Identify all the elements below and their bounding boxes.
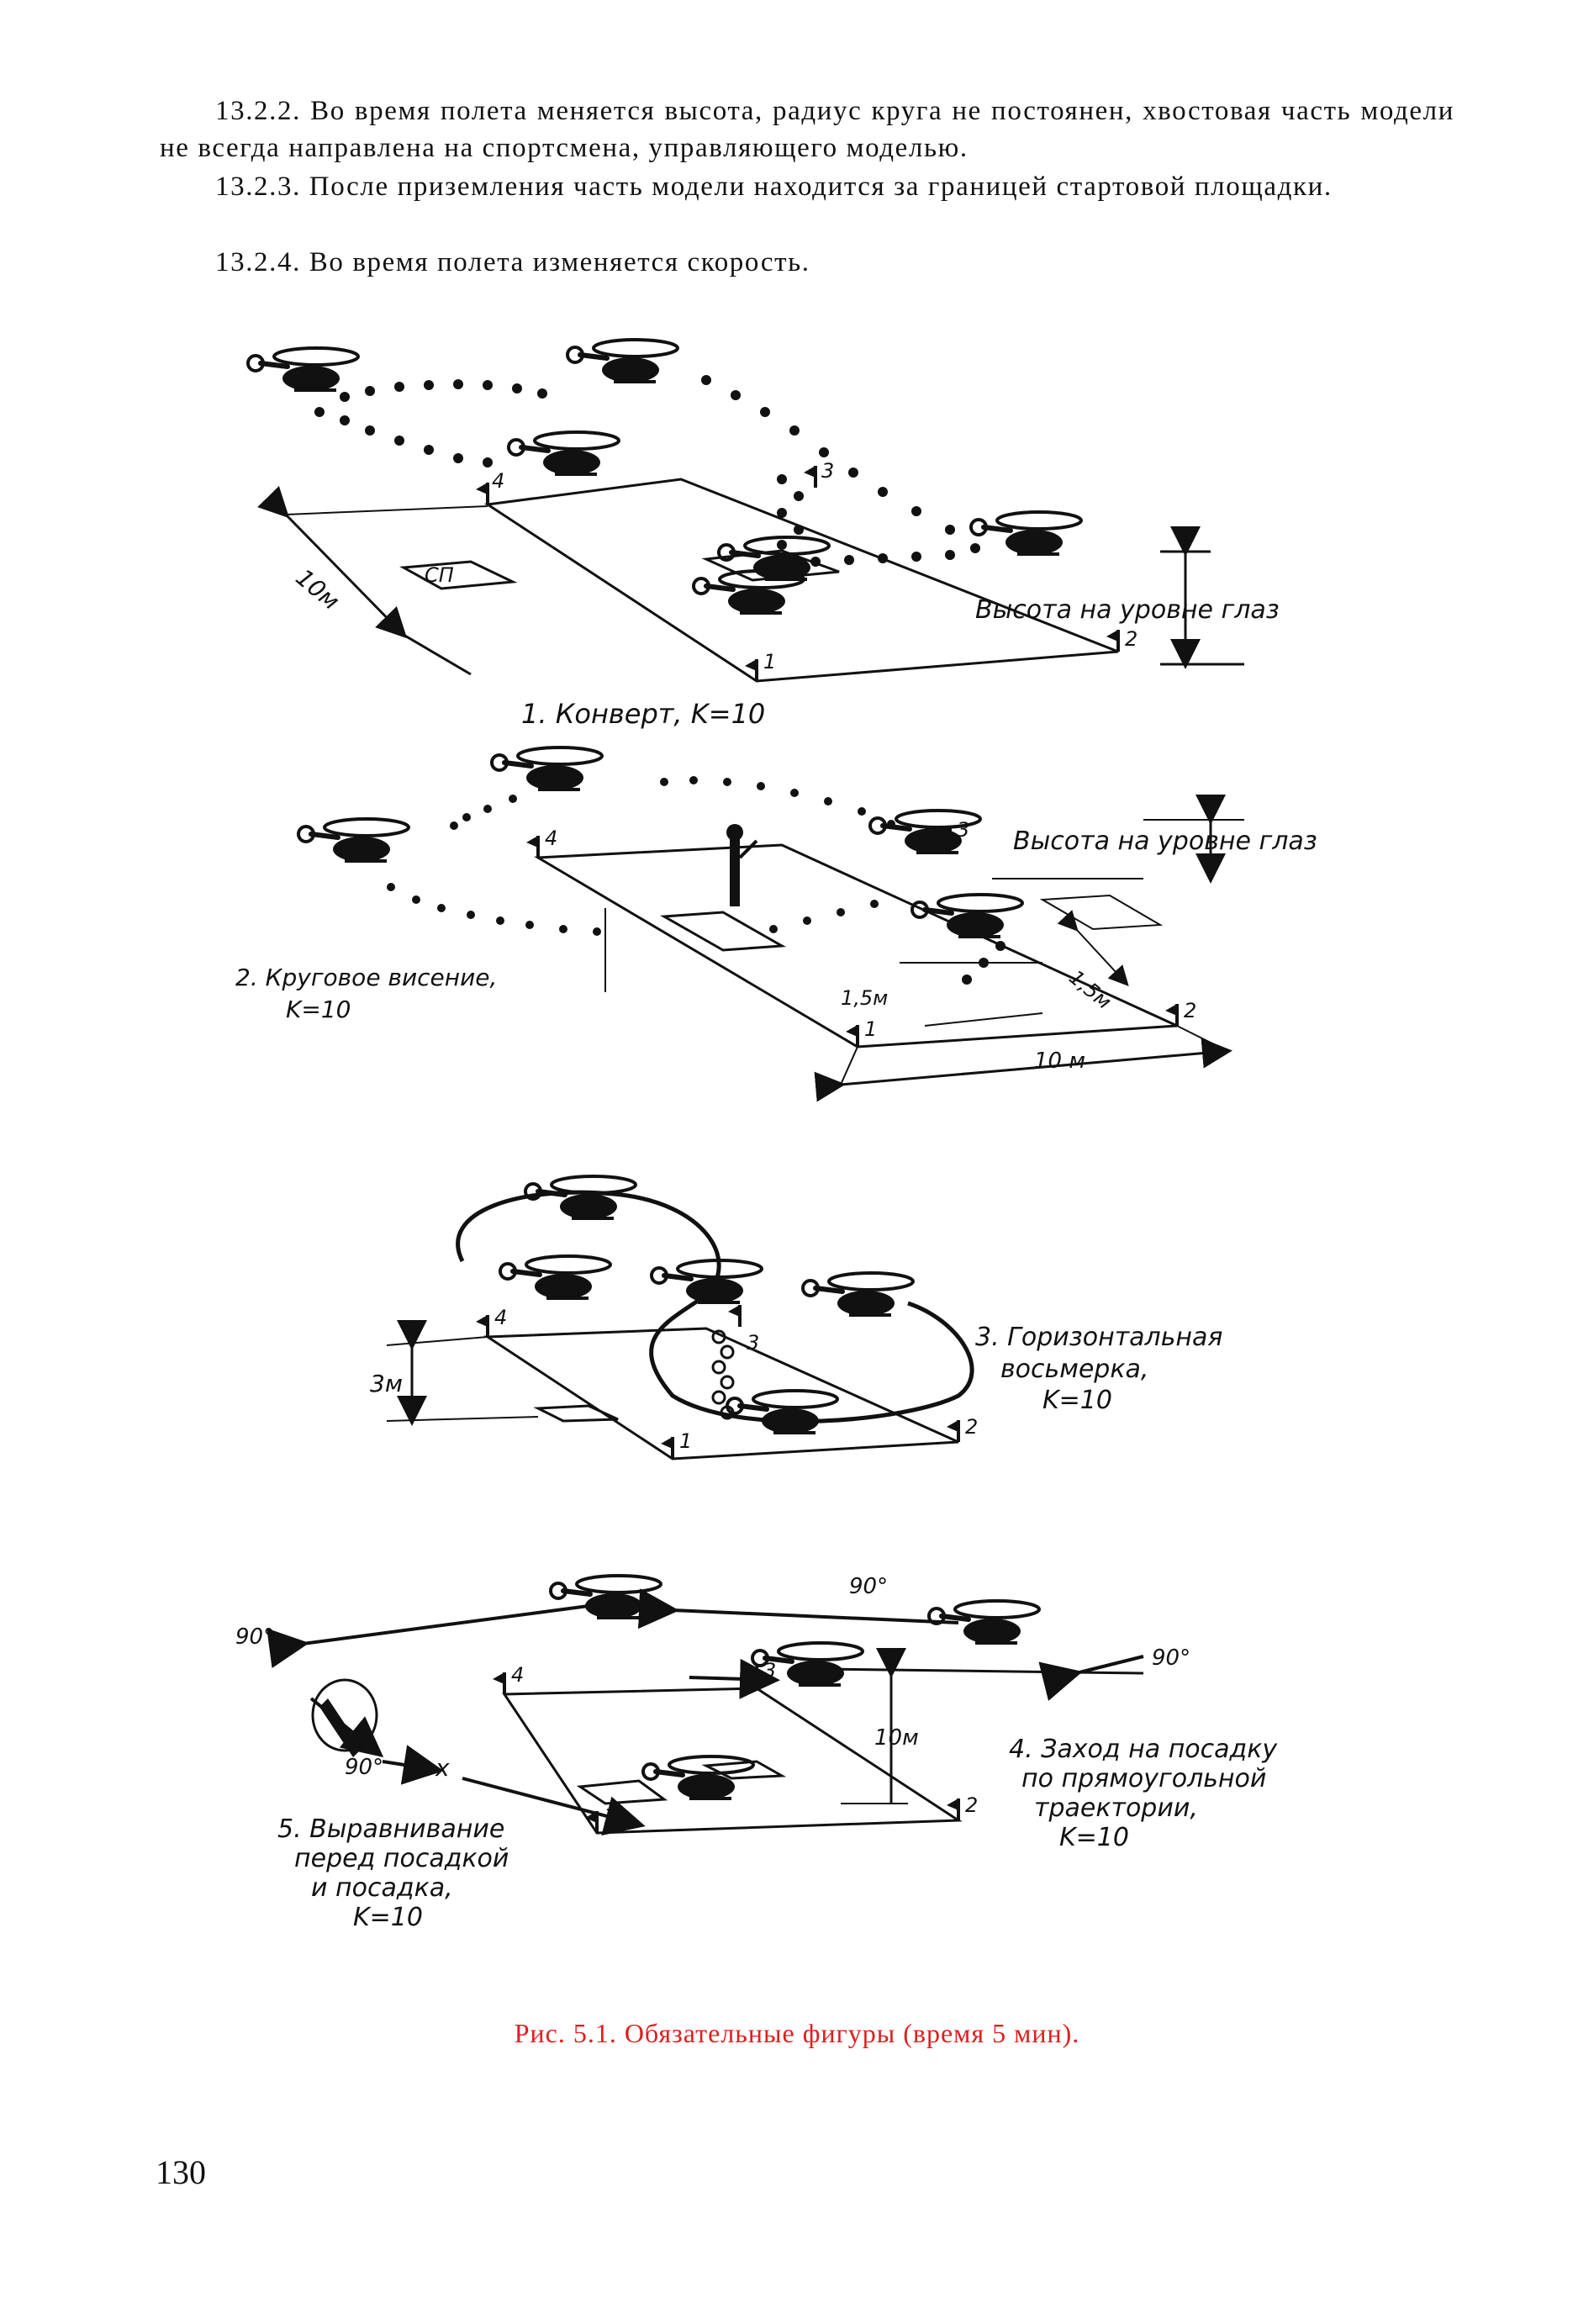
fig2-height-label: Высота на уровне глаз	[1013, 827, 1317, 856]
fig2-flag-2: 2	[1184, 999, 1196, 1022]
fig2-flag-4: 4	[545, 827, 557, 850]
fig5-marker: x	[435, 1754, 450, 1782]
fig5-angle: 90°	[345, 1755, 383, 1780]
fig4-title-k: K=10	[1059, 1823, 1129, 1852]
fig1-flag-3: 3	[821, 459, 834, 483]
fig2-flag-1: 1	[864, 1017, 877, 1041]
fig3-title-l1: 3. Горизонтальная	[975, 1323, 1222, 1352]
fig1-flag-4: 4	[492, 469, 504, 493]
fig3-title-l2: восьмерка,	[1000, 1355, 1148, 1384]
descent-dots	[711, 1329, 735, 1420]
figure-3-horizontal-eight: 3. Горизонтальная восьмерка, K=10 3м 4 1…	[370, 1176, 1222, 1460]
fig2-title-k: K=10	[286, 996, 351, 1023]
figure-1-envelope: 1. Конверт, K=10 Высота на уровне глаз 1…	[248, 340, 1280, 730]
fig3-flag-1: 1	[679, 1429, 692, 1453]
fig5-title-k: K=10	[353, 1903, 423, 1932]
fig2-dim-b: 1,5м	[1064, 965, 1116, 1014]
paragraph-13-2-2: 13.2.2. Во время полета меняется высота,…	[160, 96, 1454, 163]
fig1-height-label: Высота на уровне глаз	[975, 595, 1280, 625]
fig4-angle-1: 90°	[235, 1624, 274, 1650]
fig1-flag-2: 2	[1125, 627, 1137, 651]
fig1-pad-label: СП	[425, 563, 454, 587]
fig2-flag-3: 3	[957, 818, 969, 842]
figure-4-5-approach-landing: 90° 90° 90° 90° x 10м 4. Заход на посадк…	[235, 1574, 1278, 1932]
fig4-title-l2: по прямоугольной	[1021, 1764, 1266, 1793]
fig4-flag-1: 1	[604, 1804, 616, 1828]
figure-2-circular-hover: 2. Круговое висение, K=10 Высота на уров…	[235, 747, 1317, 1102]
fig4-height-label: 10м	[874, 1725, 919, 1751]
circle-trajectory-marks	[387, 776, 1005, 985]
fig3-title-k: K=10	[1042, 1386, 1112, 1415]
trajectory-dots	[314, 375, 980, 567]
fig1-flag-1: 1	[763, 650, 776, 673]
fig3-flag-4: 4	[494, 1306, 507, 1329]
fig4-flag-4: 4	[511, 1663, 524, 1687]
fig4-angle-3: 90°	[1152, 1645, 1190, 1671]
fig4-angle-2: 90°	[849, 1574, 888, 1599]
fig2-title: 2. Круговое висение,	[235, 964, 497, 991]
fig5-title-l1: 5. Выравнивание	[277, 1814, 504, 1844]
fig2-dim-a: 1,5м	[841, 986, 888, 1010]
fig5-title-l3: и посадка,	[311, 1873, 453, 1903]
fig4-title-l1: 4. Заход на посадку	[1009, 1735, 1278, 1764]
figure-caption: Рис. 5.1. Обязательные фигуры (время 5 м…	[514, 2018, 1080, 2048]
paragraph-13-2-4: 13.2.4. Во время полета изменяется скоро…	[215, 247, 810, 277]
fig2-distance-label: 10 м	[1034, 1048, 1085, 1074]
fig5-title-l2: перед посадкой	[294, 1844, 509, 1873]
fig1-title: 1. Конверт, K=10	[521, 698, 765, 730]
fig3-flag-3: 3	[747, 1331, 759, 1355]
fig4-title-l3: траектории,	[1034, 1793, 1198, 1823]
fig3-flag-2: 2	[965, 1415, 978, 1439]
paragraph-13-2-3: 13.2.3. После приземления часть модели н…	[215, 172, 1333, 202]
fig1-distance-label: 10м	[291, 563, 346, 615]
mandatory-figures-illustration: 1. Конверт, K=10 Высота на уровне глаз 1…	[235, 328, 1317, 1932]
page-number: 130	[156, 2153, 206, 2191]
fig4-flag-2: 2	[965, 1793, 978, 1817]
fig3-height-label: 3м	[370, 1370, 403, 1397]
fig4-flag-3: 3	[763, 1659, 776, 1682]
